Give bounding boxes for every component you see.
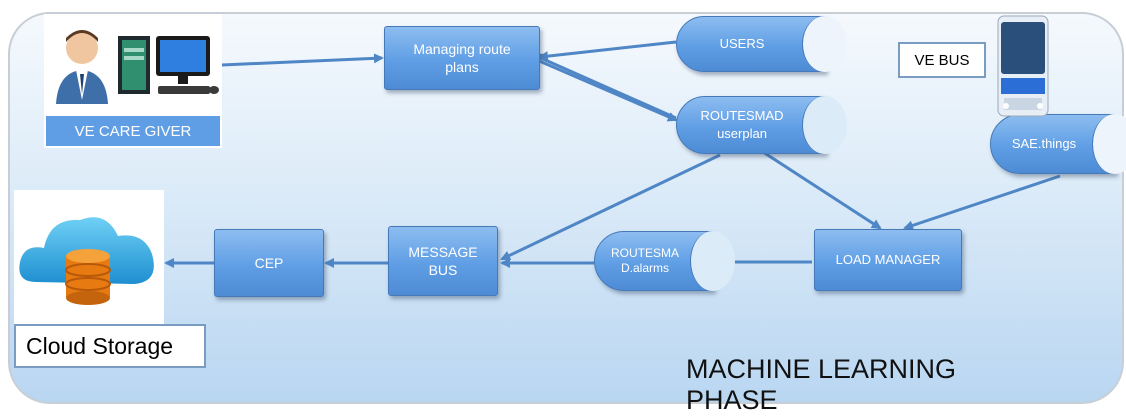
bus-icon (997, 15, 1049, 117)
bus-label: VE BUS (898, 42, 986, 78)
person-computer-icon (56, 30, 219, 104)
routesmad-userplan-store: ROUTESMAD userplan (676, 96, 847, 154)
caregiver-label: VE CARE GIVER (44, 114, 222, 148)
arrow-userplan-to-route-plans (532, 53, 677, 120)
arrow-sae-to-load-manager (903, 174, 1061, 231)
arrow-route-plans-to-userplan (529, 55, 678, 122)
managing-route-plans-node: Managing route plans (384, 26, 540, 90)
cep-node: CEP (214, 229, 324, 297)
arrow-userplan-to-message-bus (500, 153, 721, 261)
cloud-database-icon (19, 217, 154, 305)
arrow-caregiver-to-route-plans (221, 53, 384, 67)
routesmad-alarms-store: ROUTESMA D.alarms (594, 231, 735, 291)
phase-title: MACHINE LEARNING PHASE (686, 354, 957, 415)
caregiver-image (44, 14, 222, 114)
sae-things-store: SAE.things (990, 114, 1126, 174)
cloud-storage-label: Cloud Storage (14, 324, 206, 368)
cloud-image (14, 190, 164, 324)
bus-image (996, 14, 1050, 120)
users-store: USERS (676, 16, 847, 72)
load-manager-node: LOAD MANAGER (814, 229, 962, 291)
arrow-users-to-route-plans (538, 40, 677, 62)
arrow-userplan-to-load-manager (759, 148, 882, 230)
message-bus-node: MESSAGE BUS (388, 226, 498, 296)
